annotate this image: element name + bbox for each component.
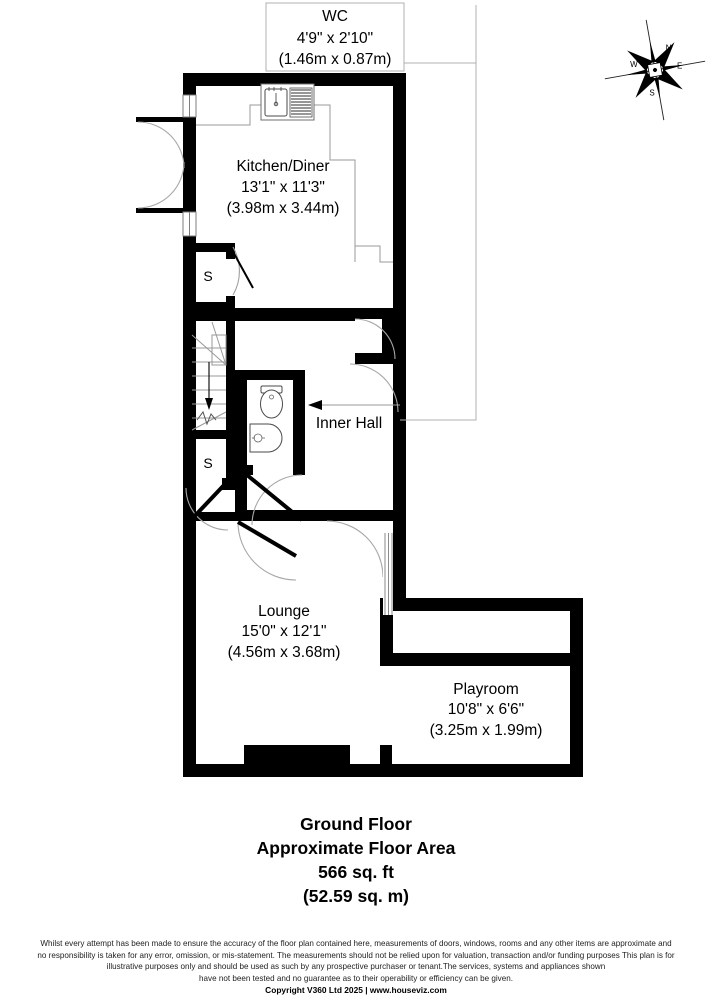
closet-upper-wall-left — [183, 243, 193, 311]
closet-upper-jamb — [226, 296, 235, 311]
door-arc-kitchen-hall — [354, 318, 396, 360]
stair-direction-arrow — [205, 362, 213, 410]
windows — [383, 533, 393, 764]
copyright-line: Copyright V360 Ltd 2025 | www.houseviz.c… — [265, 985, 447, 996]
door-leaf-closet-lower — [188, 481, 228, 523]
wash-basin-icon — [249, 423, 283, 453]
closet-upper-wall-bottom — [183, 302, 235, 311]
stair-bottom-wall — [183, 430, 235, 439]
door-arc-wc-outer — [237, 521, 297, 581]
hall-lounge-wall — [305, 510, 393, 521]
closet-upper-wall-top — [183, 243, 235, 252]
room-label-playroom-metric: (3.25m x 1.99m) — [430, 722, 543, 739]
room-label-kitchen-name: Kitchen/Diner — [236, 158, 329, 175]
door-leaf-wc — [245, 473, 304, 522]
kitchen-hall-divider-wall-right — [255, 308, 355, 321]
wc-wall-right — [293, 370, 305, 470]
door-leaf-wc-outer-line — [236, 520, 298, 558]
disclaimer-line-3: illustrative purposes only and should be… — [106, 962, 606, 972]
door-arc-kitchen-french-bottom — [137, 161, 185, 209]
door-arc-closet-upper — [232, 246, 240, 296]
wc-fixtures — [249, 385, 400, 453]
summary-line-floor-name: Ground Floor — [300, 814, 412, 834]
room-label-lounge-name: Lounge — [258, 603, 310, 620]
door-leaves — [188, 247, 304, 523]
kitchen-hall-divider-wall — [183, 308, 255, 321]
door-arc-closet-lower — [185, 487, 229, 531]
closet-label-upper: S — [203, 268, 212, 284]
closet-lower-wall-bottom — [183, 512, 235, 521]
hall-right-wall-jog — [355, 353, 393, 364]
floor-area-summary: Ground Floor Approximate Floor Area 566 … — [0, 812, 712, 908]
closet-upper-wall-right — [226, 243, 235, 259]
wc-wall-bottom — [235, 510, 305, 521]
room-label-inner-hall: Inner Hall — [316, 415, 382, 432]
room-label-wc-metric: (1.46m x 0.87m) — [279, 51, 392, 68]
closet-label-lower: S — [203, 455, 212, 471]
door-arc-hall-right — [349, 363, 399, 413]
wc-callout-pointer — [308, 400, 400, 410]
wc-door-jamb-left — [235, 465, 253, 475]
kitchen-sink — [260, 83, 315, 121]
room-label-playroom-name: Playroom — [453, 681, 518, 698]
lounge-playroom-wall-horiz — [380, 653, 583, 666]
door-swings — [137, 121, 399, 578]
closet-lower-jamb-left — [183, 481, 195, 490]
left-wall-door-nib-bottom — [136, 208, 196, 213]
room-label-lounge-metric: (4.56m x 3.68m) — [228, 644, 341, 661]
floor-plan-canvas: WC 4'9" x 2'10" (1.46m x 0.87m) Kitchen/… — [136, 2, 706, 777]
left-wall-door-nib-top — [136, 117, 196, 122]
compass-label-s: S — [649, 88, 654, 97]
outer-wall-band — [183, 73, 583, 777]
compass-label-w: W — [630, 60, 638, 69]
disclaimer-block: Whilst every attempt has been made to en… — [0, 938, 712, 997]
door-arc-kitchen-french-top — [137, 121, 185, 169]
interior-detail-lines — [196, 104, 393, 263]
closet-lower-wall-right — [226, 439, 235, 489]
hall-lounge-door-jamb — [305, 510, 327, 521]
summary-line-area-caption: Approximate Floor Area — [256, 838, 456, 858]
disclaimer-line-2: no responsibility is taken for any error… — [37, 950, 675, 960]
room-label-kitchen-metric: (3.98m x 3.44m) — [227, 200, 340, 217]
closet-lower-wall-left — [183, 439, 192, 521]
stair-right-wall — [226, 320, 235, 438]
window-playroom-bottom — [384, 745, 392, 764]
door-leaves-extra — [236, 520, 298, 581]
door-arc-hall-lounge — [326, 520, 384, 578]
toilet-icon — [260, 385, 283, 419]
wc-wall-top — [235, 370, 305, 380]
room-label-wc-name: WC — [322, 8, 348, 25]
room-label-kitchen-imperial: 13'1" x 11'3" — [241, 179, 325, 196]
left-french-door-frames — [182, 94, 197, 237]
room-label-playroom-imperial: 10'8" x 6'6" — [448, 701, 524, 718]
wc-wall-left — [235, 370, 247, 520]
summary-line-area-sqm: (52.59 sq. m) — [302, 886, 410, 906]
door-leaf-closet-upper-line — [230, 247, 254, 289]
disclaimer-line-4: have not been tested and no guarantee as… — [199, 973, 513, 983]
window-lounge-right — [383, 533, 393, 615]
room-label-lounge-imperial: 15'0" x 12'1" — [241, 623, 326, 640]
wc-door-jamb-right — [293, 460, 305, 475]
disclaimer-line-1: Whilst every attempt has been made to en… — [40, 939, 672, 948]
compass-rose: N E S W — [604, 19, 706, 121]
room-label-wc-imperial: 4'9" x 2'10" — [297, 30, 373, 47]
hall-right-wall-upper — [355, 308, 393, 319]
wc-callout-box — [265, 2, 477, 421]
staircase-icon — [191, 321, 227, 431]
wall-structure — [136, 73, 583, 777]
stair-left-wall — [183, 320, 192, 438]
compass-label-n: N — [666, 44, 672, 53]
summary-line-area-sqft: 566 sq. ft — [318, 862, 394, 882]
lounge-chimney-breast — [244, 745, 350, 765]
compass-label-e: E — [677, 61, 682, 70]
